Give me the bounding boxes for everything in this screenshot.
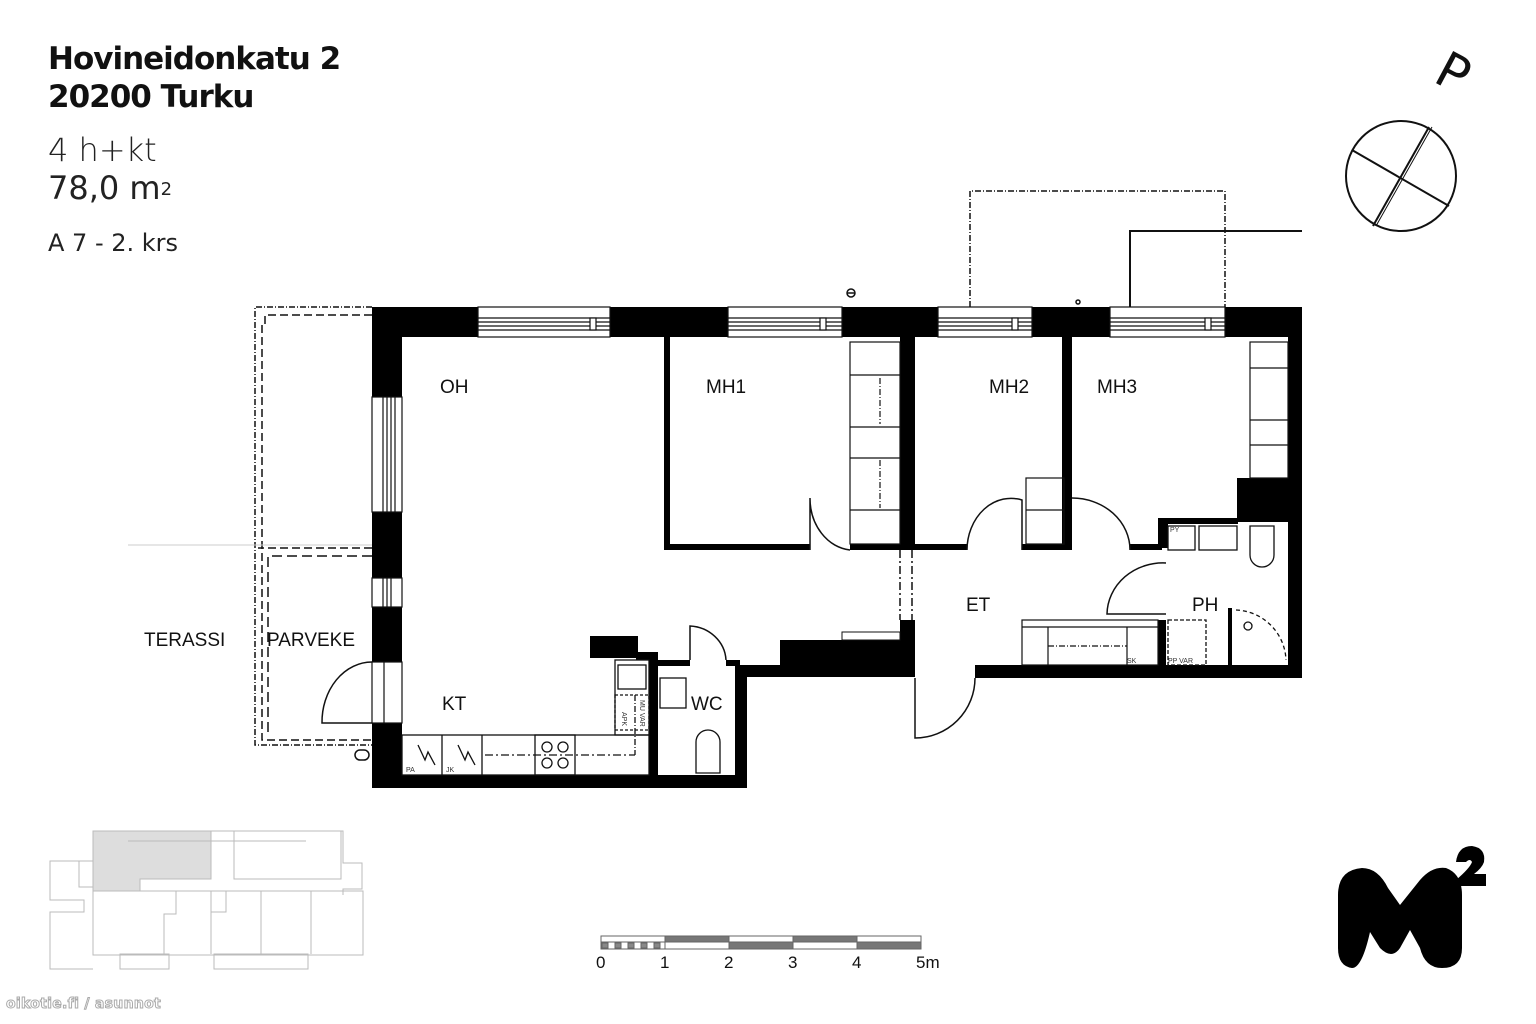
wall-markers [354, 288, 1081, 761]
bathroom-fixtures [659, 525, 1287, 774]
kitchen-sink-icon [617, 664, 647, 690]
m2-logo-icon [1338, 846, 1486, 968]
wardrobe-et [1021, 619, 1159, 666]
key-plan [49, 830, 364, 970]
address-city: 20200 Turku [48, 79, 254, 115]
door-ph [1106, 562, 1167, 615]
room-label-mh2: MH2 [989, 377, 1029, 398]
vent-grille [841, 631, 901, 641]
door-mh1 [809, 497, 851, 551]
balcony-door-frame [371, 661, 403, 724]
address-street: Hovineidonkatu 2 [48, 41, 341, 77]
apartment-area: 78,0 m2 [48, 169, 340, 207]
neighbor-wall-line [1129, 230, 1302, 312]
window-mh1 [727, 306, 843, 338]
room-label-et: ET [966, 595, 991, 616]
windows [371, 306, 1226, 724]
scale-tick-1: 1 [660, 953, 669, 972]
wc-sink-icon [659, 677, 687, 709]
unit-floor: A 7 - 2. krs [48, 229, 179, 257]
fixture-label-apk: APK [620, 712, 627, 726]
wardrobes [849, 341, 1289, 666]
room-label-terassi: TERASSI [144, 630, 225, 651]
scale-tick-0: 0 [596, 953, 605, 972]
canopy-outline [969, 190, 1226, 307]
wc-toilet-icon [695, 729, 721, 774]
scale-tick-4: 4 [852, 953, 861, 972]
room-label-ph: PH [1192, 595, 1218, 616]
key-plan-highlight [92, 830, 212, 892]
kitchen-counter [401, 659, 650, 776]
room-label-mh1: MH1 [706, 377, 746, 398]
scale-tick-2: 2 [724, 953, 733, 972]
area-value: 78,0 m [48, 169, 161, 207]
fixture-label-mu-var: MU VAR [638, 700, 645, 727]
room-label-parveke: PARVEKE [267, 630, 355, 651]
door-balcony [321, 661, 373, 724]
area-unit-superscript: 2 [160, 179, 173, 200]
doors [321, 497, 1167, 739]
window-mh2 [937, 306, 1033, 338]
room-label-oh: OH [440, 377, 469, 398]
scale-tick-5: 5m [916, 953, 940, 972]
room-label-mh3: MH3 [1097, 377, 1137, 398]
ph-toilet-icon [1249, 525, 1275, 568]
shower-icon [1235, 609, 1287, 661]
compass-icon [1345, 120, 1457, 232]
scale-bar [600, 935, 922, 950]
window-oh-top [477, 306, 611, 338]
fixture-label-pa: PA [406, 767, 415, 774]
scale-tick-3: 3 [788, 953, 797, 972]
ph-sink-icon [1198, 525, 1238, 551]
fixture-label-jk: JK [446, 767, 455, 774]
window-oh-left [371, 396, 403, 513]
listing-header: Hovineidonkatu 2 20200 Turku 4 h+kt 78,0… [48, 40, 341, 257]
room-label-wc: WC [691, 694, 723, 715]
door-entrance [914, 677, 976, 739]
fixture-label-pp-var: PP VAR [1168, 658, 1193, 665]
fixture-label-py: PY [1170, 527, 1180, 534]
terrace-outline [254, 306, 372, 746]
fixture-label-sk: SK [1127, 658, 1137, 665]
wardrobe-mh1 [849, 341, 901, 545]
apartment-type: 4 h+kt [48, 131, 157, 169]
window-mh3 [1109, 306, 1226, 338]
interior-walls [655, 337, 1238, 668]
door-wc [689, 625, 727, 661]
door-mh3 [1071, 497, 1131, 551]
watermark: oikotie.fi / asunnot [5, 996, 162, 1013]
door-mh2 [966, 497, 1023, 551]
room-label-kt: KT [442, 694, 467, 715]
window-parveke [371, 577, 403, 608]
exterior-walls [372, 307, 1302, 788]
wardrobe-mh3 [1249, 341, 1289, 479]
wardrobe-mh2 [1025, 477, 1065, 545]
